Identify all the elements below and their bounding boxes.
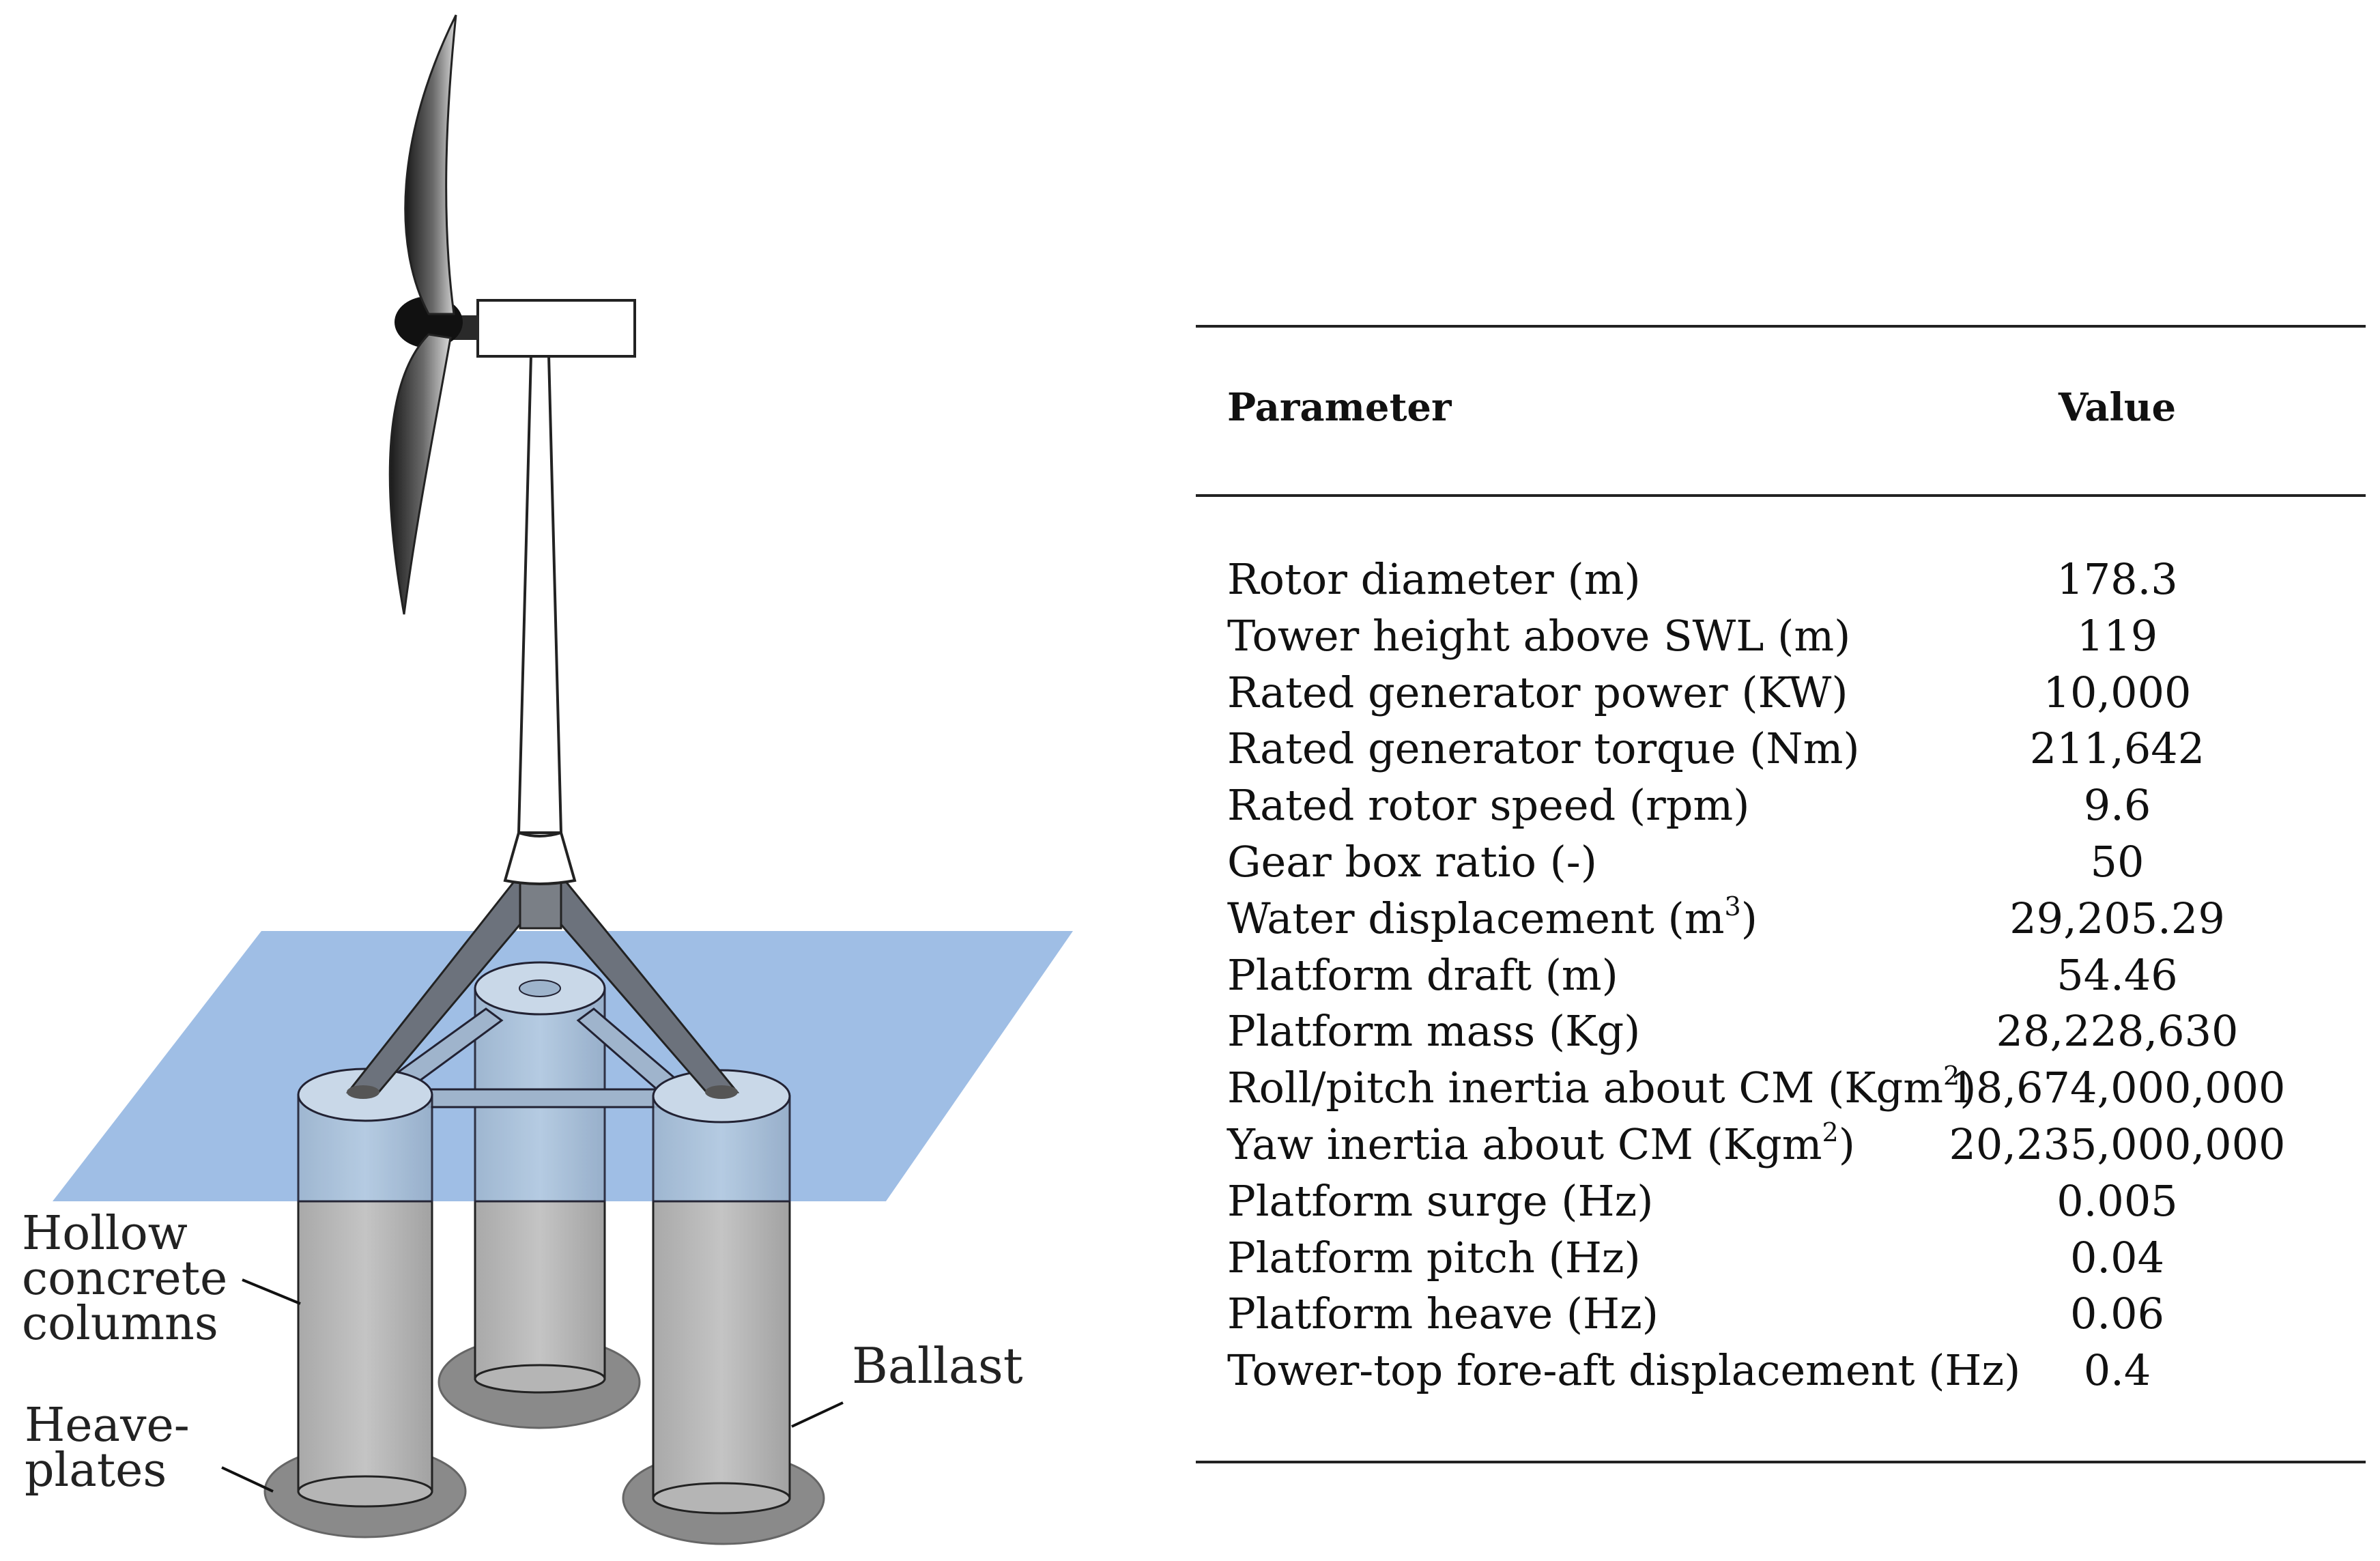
value-cell: 0.005 (2056, 1175, 2178, 1226)
table-row: Roll/pitch inertia about CM (Kgm2)18,674… (1196, 1060, 2366, 1116)
parameter-cell: Rotor diameter (m) (1227, 554, 1641, 604)
column-back-lower (474, 1200, 606, 1380)
table-row: Yaw inertia about CM (Kgm2) 20,235,000,00… (1196, 1117, 2366, 1173)
parameter-cell: Yaw inertia about CM (Kgm2) (1227, 1117, 1855, 1169)
table-row: Gear box ratio (-) 50 (1196, 834, 2366, 890)
table-row: Rated generator torque (Nm) 211,642 (1196, 721, 2366, 777)
column-left-lower (297, 1200, 433, 1493)
parameter-cell: Roll/pitch inertia about CM (Kgm2) (1227, 1061, 1977, 1113)
value-cell: 0.04 (2069, 1232, 2165, 1283)
value-cell: 119 (2076, 610, 2158, 661)
parameter-cell: Platform mass (Kg) (1227, 1006, 1641, 1057)
parameter-cell: Rated rotor speed (rpm) (1227, 780, 1750, 831)
table-row: Rotor diameter (m) 178.3 (1196, 552, 2366, 607)
floating-wind-turbine-diagram (53, 14, 1073, 1545)
leader-heaveplates (221, 1466, 274, 1493)
value-cell: 18,674,000,000 (1949, 1063, 2286, 1113)
leader-columns (242, 1278, 301, 1305)
table-row: Tower height above SWL (m) 119 (1196, 608, 2366, 664)
parameter-cell: Water displacement (m3) (1227, 891, 1758, 943)
blade-upper (404, 14, 457, 315)
parameter-cell: Platform pitch (Hz) (1227, 1232, 1641, 1283)
value-cell: 0.4 (2083, 1345, 2151, 1396)
header-value: Value (2058, 385, 2177, 430)
table-row: Platform pitch (Hz) 0.04 (1196, 1230, 2366, 1286)
parameter-cell: Rated generator torque (Nm) (1227, 724, 1860, 774)
leader-ballast (791, 1401, 844, 1428)
label-hollow-concrete-columns: Hollow concrete columns (22, 1207, 228, 1351)
value-cell: 54.46 (2056, 949, 2178, 1000)
table-row: Platform heave (Hz) 0.06 (1196, 1286, 2366, 1342)
parameter-cell: Platform draft (m) (1227, 949, 1618, 1000)
parameter-cell: Tower-top fore-aft displacement (Hz) (1227, 1345, 2021, 1396)
value-cell: 0.06 (2069, 1289, 2165, 1339)
value-cell: 28,228,630 (1996, 1006, 2239, 1057)
table-row: Water displacement (m3) 29,205.29 (1196, 891, 2366, 947)
column-right-lower (652, 1200, 791, 1500)
header-parameter: Parameter (1227, 385, 1452, 430)
table-top-rule (1196, 325, 2366, 328)
table-row: Platform surge (Hz) 0.005 (1196, 1173, 2366, 1229)
brace-front (427, 1088, 659, 1108)
value-cell: 9.6 (2083, 780, 2151, 831)
parameter-cell: Platform surge (Hz) (1227, 1175, 1654, 1226)
table-header-rule (1196, 494, 2366, 497)
tower (517, 354, 563, 834)
table-row: Platform draft (m) 54.46 (1196, 947, 2366, 1003)
value-cell: 211,642 (2029, 724, 2205, 774)
table-bottom-rule (1196, 1461, 2366, 1463)
table-row: Platform mass (Kg) 28,228,630 (1196, 1003, 2366, 1059)
table-row: Rated generator power (KW) 10,000 (1196, 665, 2366, 721)
parameter-cell: Tower height above SWL (m) (1227, 610, 1851, 661)
value-cell: 29,205.29 (2009, 893, 2225, 943)
value-cell: 10,000 (2043, 667, 2192, 717)
parameter-cell: Platform heave (Hz) (1227, 1289, 1659, 1339)
table-row: Tower-top fore-aft displacement (Hz) 0.4 (1196, 1343, 2366, 1399)
label-heave-plates: Heave-plates (25, 1399, 190, 1498)
parameter-cell: Rated generator power (KW) (1227, 667, 1848, 717)
blade-lower (388, 333, 452, 615)
value-cell: 20,235,000,000 (1949, 1119, 2286, 1169)
parameter-cell: Gear box ratio (-) (1227, 837, 1597, 887)
value-cell: 178.3 (2056, 554, 2178, 604)
value-cell: 50 (2090, 837, 2145, 887)
label-ballast: Ballast (852, 1337, 1023, 1394)
nacelle (476, 299, 636, 358)
table-row: Rated rotor speed (rpm) 9.6 (1196, 777, 2366, 833)
